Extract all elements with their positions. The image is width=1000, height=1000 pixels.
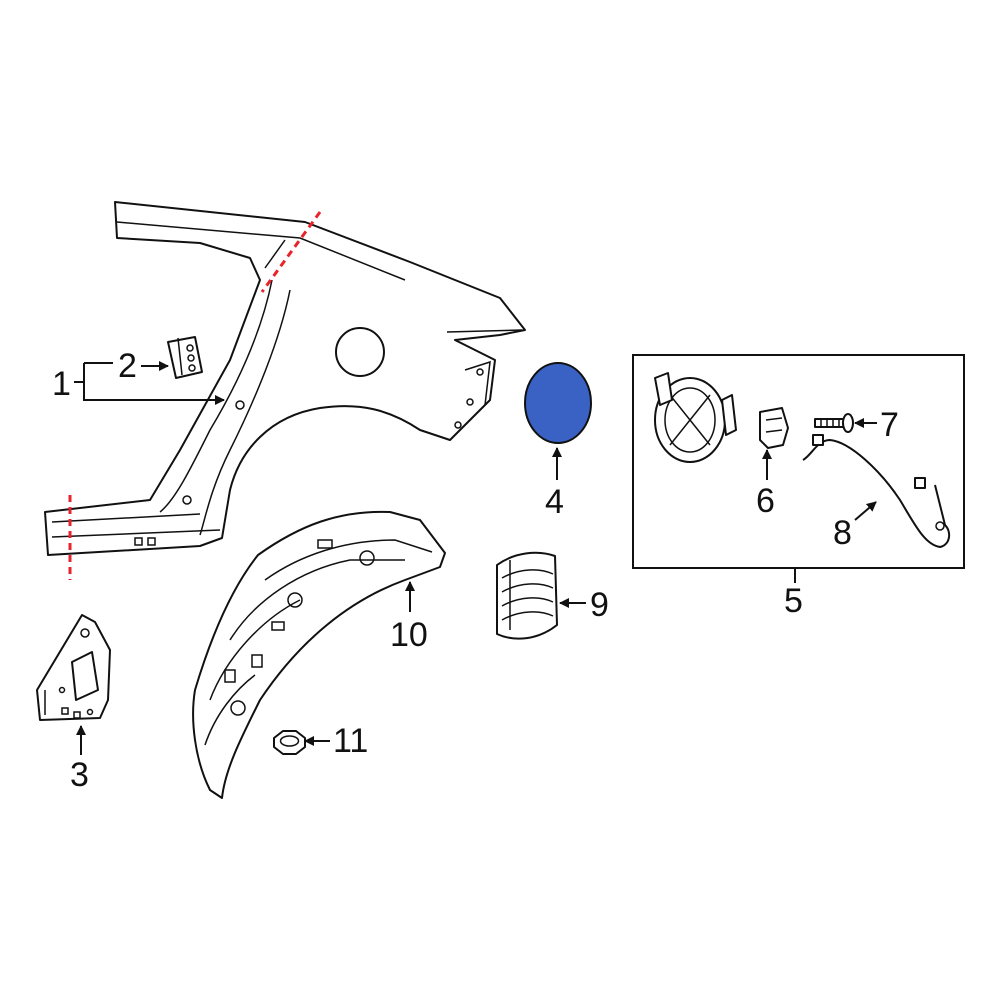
callout-1: 1 <box>52 365 71 403</box>
callout-4: 4 <box>545 483 564 521</box>
callout-3: 3 <box>70 756 89 794</box>
screw-part[interactable] <box>814 413 854 433</box>
clip-part[interactable] <box>273 730 306 755</box>
callout-11: 11 <box>333 722 368 760</box>
fuel-door[interactable] <box>524 362 592 444</box>
cut-line-roof <box>260 211 322 293</box>
release-cable[interactable] <box>802 434 951 549</box>
quarter-panel[interactable] <box>44 201 526 556</box>
callout-8: 8 <box>833 514 852 552</box>
assembly-box <box>632 354 965 569</box>
callout-6: 6 <box>756 482 775 520</box>
actuator-part[interactable] <box>759 407 789 449</box>
callout-5: 5 <box>784 582 803 620</box>
callout-9: 9 <box>590 586 609 624</box>
callout-7: 7 <box>880 406 899 444</box>
wheelhouse-liner[interactable] <box>192 510 446 799</box>
bracket-part[interactable] <box>167 336 203 379</box>
reinforcement-part[interactable] <box>36 614 111 721</box>
callout-10: 10 <box>390 616 428 654</box>
leader-lines <box>74 361 877 755</box>
callout-2: 2 <box>118 347 137 385</box>
vent-housing[interactable] <box>496 551 558 640</box>
fuel-door-housing[interactable] <box>654 372 737 463</box>
